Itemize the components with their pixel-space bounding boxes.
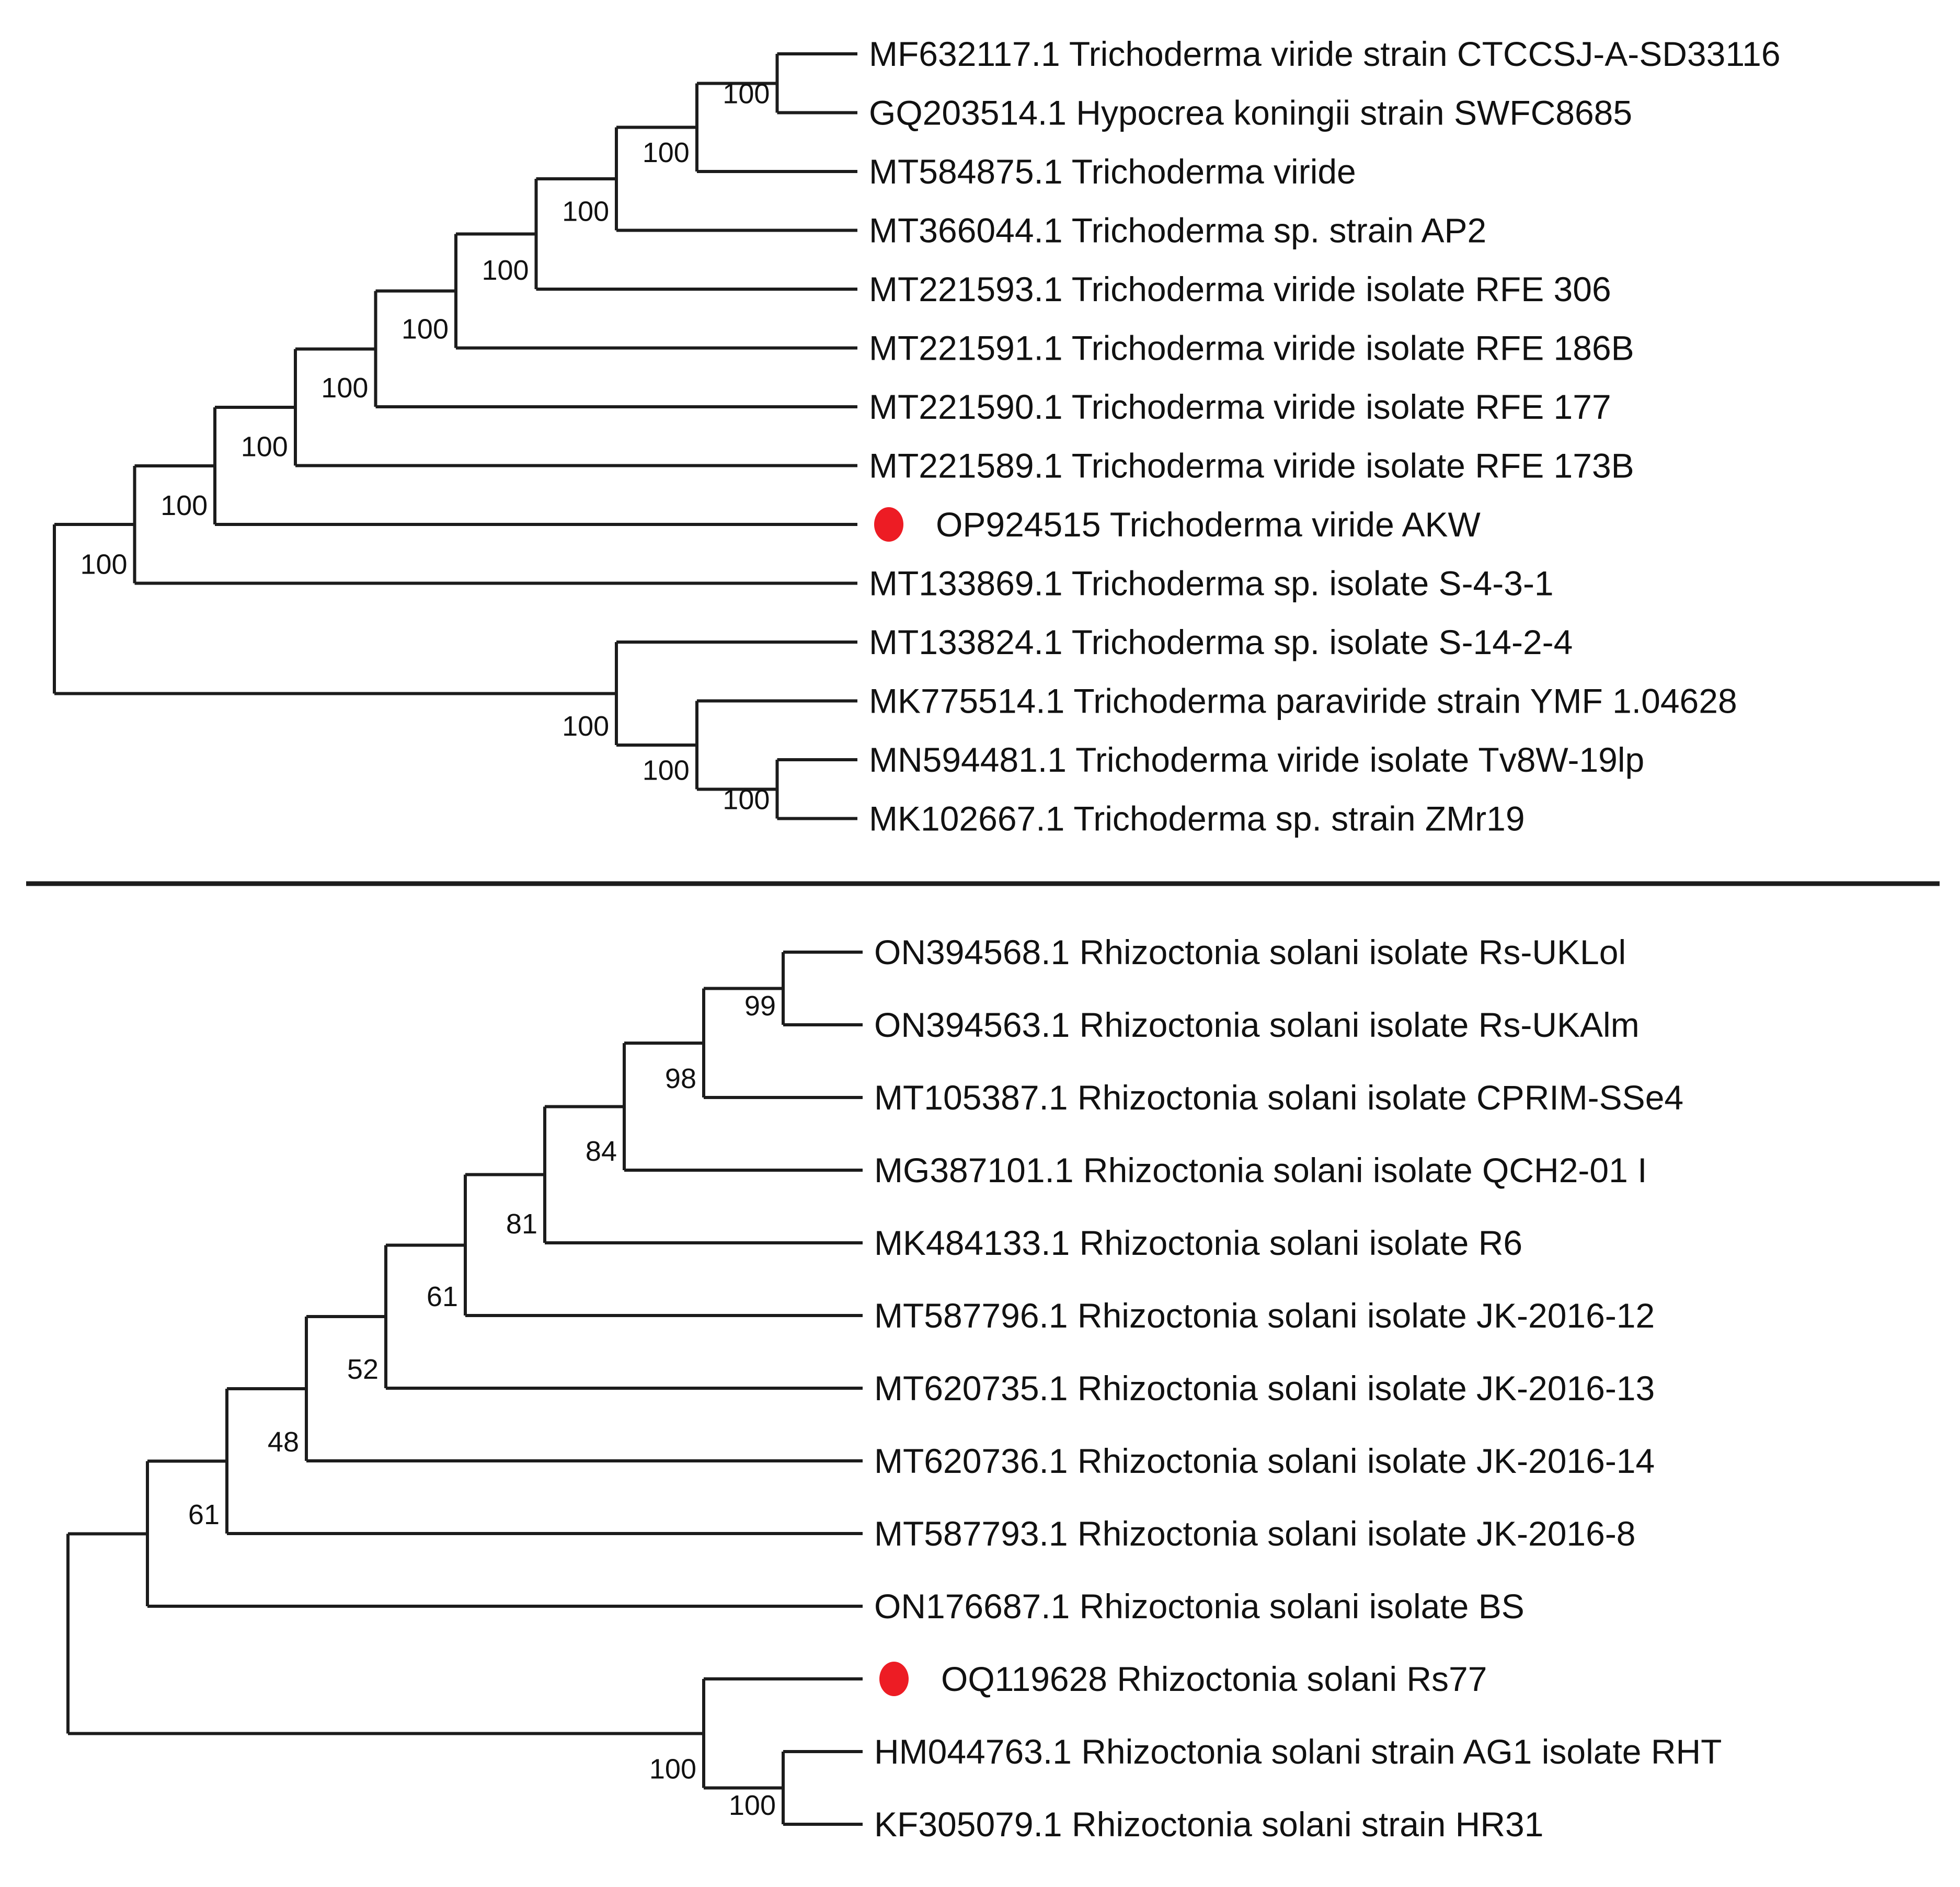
taxon-label: MT587793.1 Rhizoctonia solani isolate JK… xyxy=(874,1514,1636,1553)
taxon-label-query: OP924515 Trichoderma viride AKW xyxy=(936,505,1481,544)
taxon-label: MT221593.1 Trichoderma viride isolate RF… xyxy=(869,270,1611,308)
taxon-label-query: OQ119628 Rhizoctonia solani Rs77 xyxy=(941,1660,1487,1698)
taxon-label: KF305079.1 Rhizoctonia solani strain HR3… xyxy=(874,1805,1543,1844)
taxon-label: MT221589.1 Trichoderma viride isolate RF… xyxy=(869,447,1634,485)
red-dot-icon xyxy=(874,507,903,542)
bootstrap-value-label: 100 xyxy=(562,711,609,742)
bootstrap-value-label: 100 xyxy=(723,78,770,110)
taxon-label: MK775514.1 Trichoderma paraviride strain… xyxy=(869,682,1737,721)
bootstrap-value-label: 100 xyxy=(649,1754,696,1785)
taxon-label: HM044763.1 Rhizoctonia solani strain AG1… xyxy=(874,1732,1722,1771)
red-dot-icon xyxy=(879,1662,909,1696)
taxon-label: MT366044.1 Trichoderma sp. strain AP2 xyxy=(869,211,1486,250)
taxon-label: MK102667.1 Trichoderma sp. strain ZMr19 xyxy=(869,799,1525,838)
bootstrap-value-label: 100 xyxy=(723,784,770,816)
taxon-label: ON394568.1 Rhizoctonia solani isolate Rs… xyxy=(874,933,1626,971)
taxon-label: MN594481.1 Trichoderma viride isolate Tv… xyxy=(869,740,1644,779)
taxon-label: MK484133.1 Rhizoctonia solani isolate R6 xyxy=(874,1223,1522,1262)
bootstrap-value-label: 100 xyxy=(482,255,529,286)
taxon-label: MT584875.1 Trichoderma viride xyxy=(869,152,1356,191)
bootstrap-value-label: 100 xyxy=(643,754,690,786)
bootstrap-value-label: 100 xyxy=(321,372,368,404)
taxon-label: MT221590.1 Trichoderma viride isolate RF… xyxy=(869,387,1611,426)
taxon-label: MT133824.1 Trichoderma sp. isolate S-14-… xyxy=(869,623,1573,661)
taxon-label: MT105387.1 Rhizoctonia solani isolate CP… xyxy=(874,1078,1683,1117)
taxon-label: ON394563.1 Rhizoctonia solani isolate Rs… xyxy=(874,1005,1640,1044)
taxon-label: ON176687.1 Rhizoctonia solani isolate BS xyxy=(874,1587,1525,1626)
bootstrap-value-label: 100 xyxy=(161,490,208,521)
bootstrap-value-label: 81 xyxy=(506,1208,537,1240)
bootstrap-value-label: 100 xyxy=(241,431,288,463)
bootstrap-value-label: 100 xyxy=(402,314,449,345)
taxon-label: MG387101.1 Rhizoctonia solani isolate QC… xyxy=(874,1151,1647,1190)
taxon-label: MF632117.1 Trichoderma viride strain CTC… xyxy=(869,35,1781,73)
taxon-label: MT221591.1 Trichoderma viride isolate RF… xyxy=(869,329,1634,368)
bootstrap-value-label: 100 xyxy=(562,196,609,227)
bootstrap-value-label: 100 xyxy=(80,549,127,580)
taxon-label: MT133869.1 Trichoderma sp. isolate S-4-3… xyxy=(869,564,1554,603)
bootstrap-value-label: 61 xyxy=(427,1281,458,1312)
taxon-label: MT620736.1 Rhizoctonia solani isolate JK… xyxy=(874,1442,1655,1480)
taxon-label: MT620735.1 Rhizoctonia solani isolate JK… xyxy=(874,1369,1655,1408)
bootstrap-value-label: 61 xyxy=(188,1499,220,1530)
bootstrap-value-label: 99 xyxy=(744,990,776,1022)
taxon-label: GQ203514.1 Hypocrea koningii strain SWFC… xyxy=(869,94,1632,132)
bootstrap-value-label: 84 xyxy=(586,1136,617,1167)
bootstrap-value-label: 100 xyxy=(729,1790,776,1821)
bootstrap-value-label: 100 xyxy=(643,137,690,168)
bootstrap-value-label: 98 xyxy=(665,1063,696,1094)
taxon-label: MT587796.1 Rhizoctonia solani isolate JK… xyxy=(874,1296,1655,1335)
bootstrap-value-label: 48 xyxy=(268,1426,299,1458)
bootstrap-value-label: 52 xyxy=(347,1354,379,1385)
